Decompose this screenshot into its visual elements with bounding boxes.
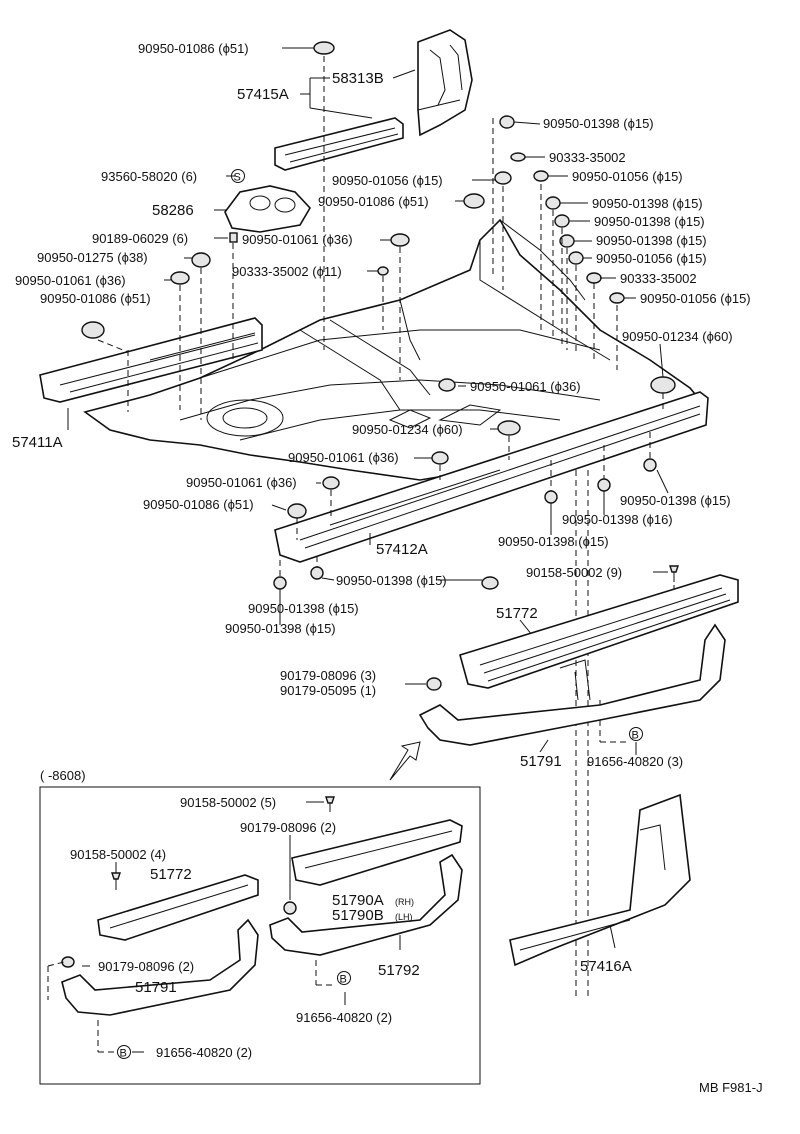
label-57412A: 57412A	[376, 541, 428, 558]
label-90950-01061-b: 90950-01061 (ϕ36)	[15, 273, 126, 288]
rocker-panel-57412A	[274, 391, 709, 563]
label-90950-01061-c: 90950-01061 (ϕ36)	[470, 379, 581, 394]
label-90950-01275: 90950-01275 (ϕ38)	[37, 250, 148, 265]
label-90950-01398-b: 90950-01398 (ϕ15)	[592, 196, 703, 211]
cover-58286	[224, 185, 311, 233]
label-51772-box: 51772	[150, 866, 192, 883]
label-90333-35002-a: 90333-35002	[549, 150, 626, 165]
label-58313B: 58313B	[332, 70, 384, 87]
label-90189-06029: 90189-06029 (6)	[92, 231, 188, 246]
label-51790A: 51790A	[332, 892, 384, 909]
rail-57415A	[274, 117, 404, 171]
label-90179-08096-2-b: 90179-08096 (2)	[98, 959, 194, 974]
label-93560-58020: 93560-58020 (6)	[101, 169, 197, 184]
label-90950-01398-e: 90950-01398 (ϕ15)	[620, 493, 731, 508]
label-lh: (LH)	[395, 912, 413, 922]
label-90158-50002-5: 90158-50002 (5)	[180, 795, 276, 810]
label-90950-01061-e: 90950-01061 (ϕ36)	[186, 475, 297, 490]
label-51791-box: 51791	[135, 979, 177, 996]
label-90950-01398-d: 90950-01398 (ϕ15)	[596, 233, 707, 248]
label-90158-50002-9: 90158-50002 (9)	[526, 565, 622, 580]
label-51790B: 51790B	[332, 907, 384, 924]
label-90950-01398-f: 90950-01398 (ϕ15)	[498, 534, 609, 549]
pillar-57416A	[509, 793, 691, 967]
label-90950-01234-a: 90950-01234 (ϕ60)	[622, 329, 733, 344]
label-90950-01234-b: 90950-01234 (ϕ60)	[352, 422, 463, 437]
label-rh: (RH)	[395, 897, 414, 907]
label-51772-top: 51772	[496, 605, 538, 622]
label-90950-01086-mid: 90950-01086 (ϕ51)	[318, 194, 429, 209]
label-90950-01056-d: 90950-01056 (ϕ15)	[640, 291, 751, 306]
pillar-58313B	[417, 29, 473, 137]
label-90950-01061-a: 90950-01061 (ϕ36)	[242, 232, 353, 247]
label-90333-35002-11: 90333-35002 (ϕ11)	[232, 264, 342, 279]
dashed-drop-lines	[47, 56, 675, 1053]
label-90333-35002-b: 90333-35002	[620, 271, 697, 286]
floor-pan-drawing	[83, 218, 702, 481]
label-90950-01086-low: 90950-01086 (ϕ51)	[143, 497, 254, 512]
label-90158-50002-4: 90158-50002 (4)	[70, 847, 166, 862]
label-90950-01398-h: 90950-01398 (ϕ15)	[248, 601, 359, 616]
screw-icons	[111, 565, 679, 890]
label-58286: 58286	[152, 202, 194, 219]
b-marker-3: B	[120, 1048, 127, 1060]
label-range-8608: ( -8608)	[40, 768, 86, 783]
label-90950-01086-top: 90950-01086 (ϕ51)	[138, 41, 249, 56]
rocker-panel-57411A	[39, 317, 263, 403]
label-90950-01398-16: 90950-01398 (ϕ16)	[562, 512, 673, 527]
label-90950-01398-g: 90950-01398 (ϕ15)	[336, 573, 447, 588]
label-91656-40820-2-b: 91656-40820 (2)	[156, 1045, 252, 1060]
label-90950-01056-b: 90950-01056 (ϕ15)	[572, 169, 683, 184]
label-91656-40820-3: 91656-40820 (3)	[587, 754, 683, 769]
label-90179-08096-3: 90179-08096 (3)	[280, 668, 376, 683]
circle-markers: S B B B	[117, 169, 643, 1060]
catalog-code: MB F981-J	[699, 1080, 763, 1095]
part-labels: 90950-01086 (ϕ51) 58313B 57415A 90950-01…	[12, 41, 763, 1095]
label-57411A: 57411A	[12, 434, 63, 451]
variant-box	[39, 786, 481, 1085]
label-57415A: 57415A	[237, 86, 289, 103]
label-90950-01398-i: 90950-01398 (ϕ15)	[225, 621, 336, 636]
label-90950-01398-c: 90950-01398 (ϕ15)	[594, 214, 705, 229]
reference-arrow	[389, 741, 421, 781]
label-90950-01061-d: 90950-01061 (ϕ36)	[288, 450, 399, 465]
label-51791-top: 51791	[520, 753, 562, 770]
label-90179-05095-1: 90179-05095 (1)	[280, 683, 376, 698]
running-board-assembly	[418, 574, 739, 746]
label-51792: 51792	[378, 962, 420, 979]
label-90950-01086-left: 90950-01086 (ϕ51)	[40, 291, 151, 306]
label-90179-08096-2-a: 90179-08096 (2)	[240, 820, 336, 835]
b-marker-1: B	[632, 730, 639, 742]
label-91656-40820-2-a: 91656-40820 (2)	[296, 1010, 392, 1025]
s-marker: S	[234, 172, 241, 184]
b-marker-2: B	[340, 974, 347, 986]
label-90950-01056-c: 90950-01056 (ϕ15)	[596, 251, 707, 266]
label-57416A: 57416A	[580, 958, 632, 975]
label-90950-01398-a: 90950-01398 (ϕ15)	[543, 116, 654, 131]
label-90950-01056-a: 90950-01056 (ϕ15)	[332, 173, 443, 188]
